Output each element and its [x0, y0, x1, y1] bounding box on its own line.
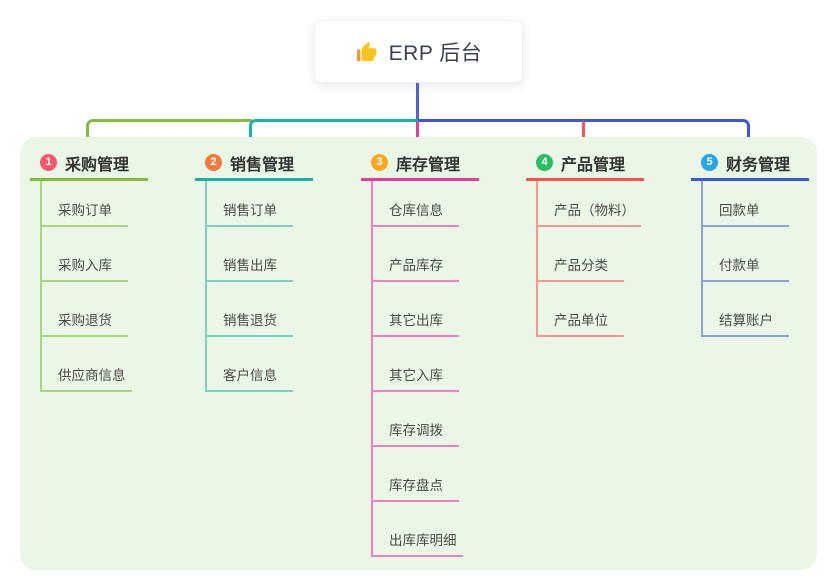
- child-node[interactable]: 供应商信息: [40, 367, 132, 392]
- trunk-connector: [416, 83, 419, 122]
- branch-title: 销售管理: [230, 156, 295, 174]
- branch-node-5[interactable]: 5 财务管理: [691, 147, 809, 181]
- branch-title: 产品管理: [561, 156, 626, 174]
- child-node[interactable]: 出库库明细: [371, 532, 463, 557]
- child-node[interactable]: 付款单: [701, 257, 789, 282]
- branch-number-badge: 2: [205, 154, 222, 171]
- children-connector-line: [205, 181, 207, 392]
- child-node[interactable]: 库存盘点: [371, 477, 459, 502]
- root-node[interactable]: ERP 后台: [314, 20, 523, 83]
- connector-finance: [418, 119, 750, 146]
- children-connector-line: [40, 181, 42, 392]
- branches-panel: [20, 137, 817, 570]
- child-node[interactable]: 采购订单: [40, 202, 128, 227]
- child-node[interactable]: 采购退货: [40, 312, 128, 337]
- child-node[interactable]: 产品单位: [536, 312, 624, 337]
- root-title: ERP 后台: [388, 41, 483, 65]
- child-node[interactable]: 仓库信息: [371, 202, 459, 227]
- branch-number-badge: 5: [701, 154, 718, 171]
- branch-number-badge: 1: [40, 154, 57, 171]
- connector-purchase: [86, 119, 252, 146]
- branch-node-4[interactable]: 4 产品管理: [526, 147, 644, 181]
- children-connector-line: [701, 181, 703, 337]
- branch-title: 采购管理: [65, 156, 130, 174]
- branch-number-badge: 4: [536, 154, 553, 171]
- branch-title: 财务管理: [726, 156, 791, 174]
- child-node[interactable]: 其它出库: [371, 312, 459, 337]
- child-node[interactable]: 客户信息: [205, 367, 293, 392]
- child-node[interactable]: 产品（物料）: [536, 202, 641, 227]
- child-node[interactable]: 采购入库: [40, 257, 128, 282]
- child-node[interactable]: 回款单: [701, 202, 789, 227]
- branch-node-1[interactable]: 1 采购管理: [30, 147, 148, 181]
- connector-inventory: [416, 121, 419, 146]
- branch-number-badge: 3: [371, 154, 388, 171]
- child-node[interactable]: 结算账户: [701, 312, 789, 337]
- connector-sales: [249, 119, 418, 146]
- connector-product: [582, 121, 585, 146]
- branch-node-2[interactable]: 2 销售管理: [195, 147, 313, 181]
- child-node[interactable]: 产品分类: [536, 257, 624, 282]
- thumbs-up-icon: [355, 40, 379, 64]
- branch-title: 库存管理: [396, 156, 461, 174]
- children-connector-line: [371, 181, 373, 557]
- branch-node-3[interactable]: 3 库存管理: [361, 147, 479, 181]
- children-connector-line: [536, 181, 538, 337]
- child-node[interactable]: 销售出库: [205, 257, 293, 282]
- child-node[interactable]: 销售退货: [205, 312, 293, 337]
- child-node[interactable]: 库存调拨: [371, 422, 459, 447]
- child-node[interactable]: 其它入库: [371, 367, 459, 392]
- child-node[interactable]: 销售订单: [205, 202, 293, 227]
- child-node[interactable]: 产品库存: [371, 257, 459, 282]
